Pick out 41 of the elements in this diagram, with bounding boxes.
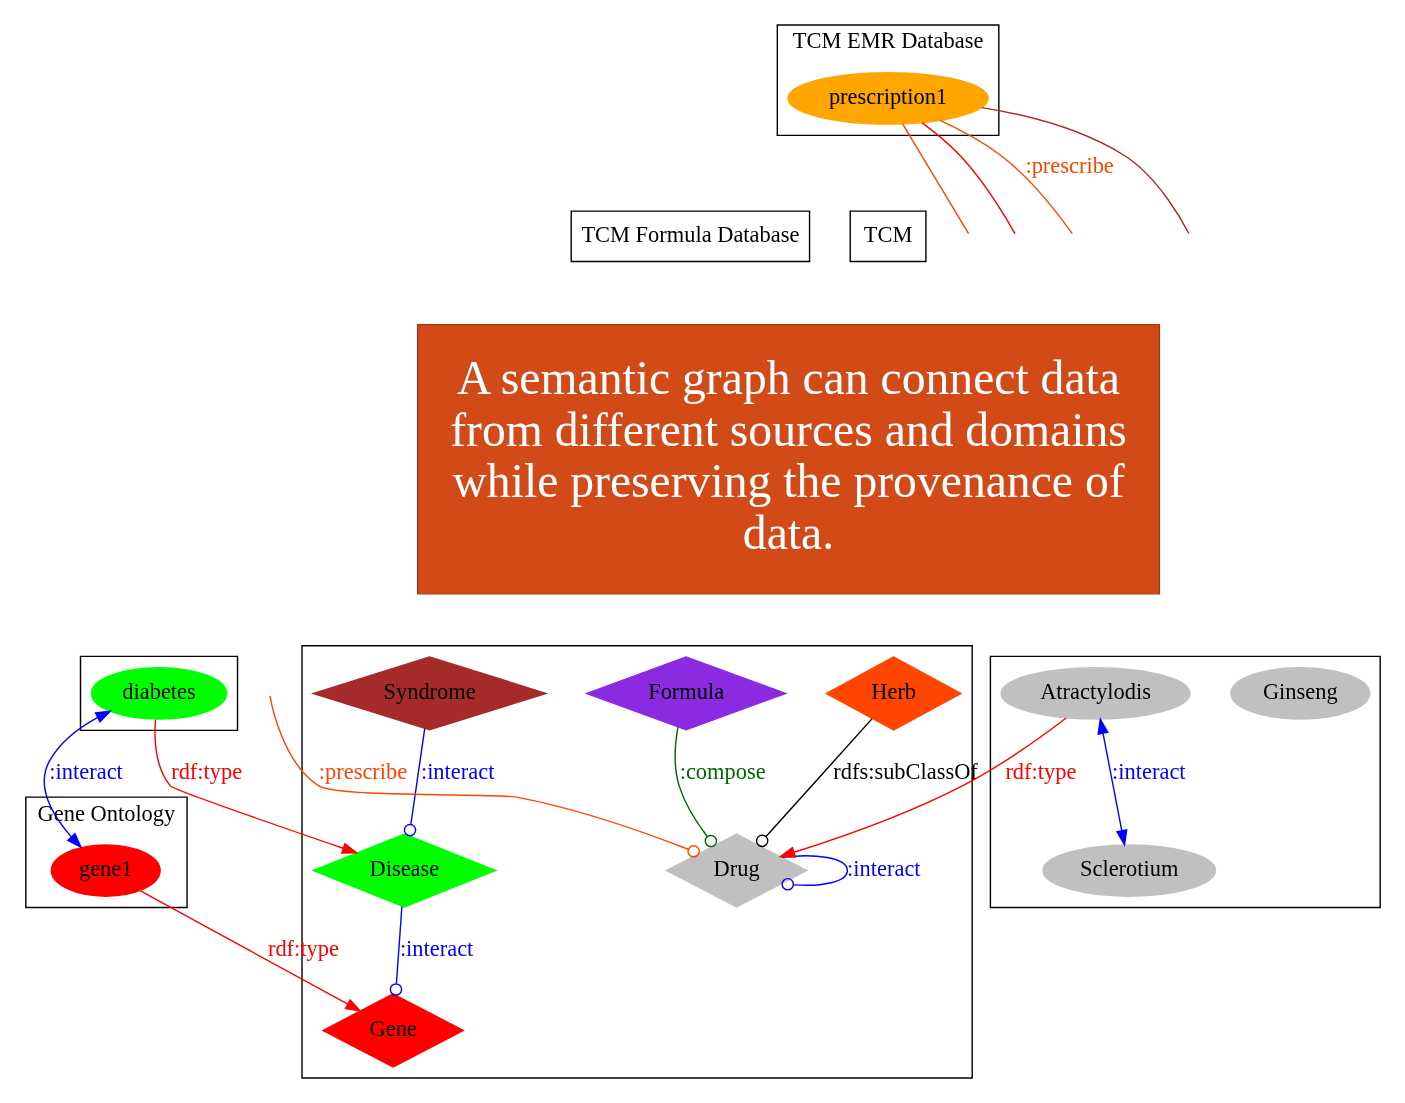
connector xyxy=(403,727,425,837)
connector xyxy=(673,726,717,848)
edge-label: :interact xyxy=(1111,758,1186,784)
edge-label: rdf:type xyxy=(170,758,242,784)
connector xyxy=(268,695,689,850)
edge-label: :prescribe xyxy=(1024,152,1114,178)
node-ellipse: diabetes xyxy=(90,667,227,720)
node-ellipse: Ginseng xyxy=(1229,667,1370,720)
connector xyxy=(938,119,1073,235)
edge-label: rdf:type xyxy=(1004,758,1076,784)
node-ellipse: Sclerotium xyxy=(1041,844,1216,897)
connector xyxy=(921,122,1016,235)
edge-label: :interact xyxy=(48,758,123,784)
edge-label: :compose xyxy=(679,758,766,784)
edge-label: :interact xyxy=(420,758,494,784)
edge-label: :prescribe xyxy=(318,758,407,784)
connector xyxy=(780,855,848,891)
node-diamond: Gene xyxy=(321,993,465,1068)
node-diamond: Herb xyxy=(824,656,962,731)
arrow xyxy=(777,717,1067,858)
node-box: TCM Formula Database xyxy=(570,210,810,263)
connector xyxy=(980,106,1189,235)
node-box: TCM xyxy=(849,210,927,263)
node-diamond: Disease xyxy=(310,833,497,908)
arrow xyxy=(153,718,359,854)
cluster xyxy=(79,655,238,732)
arrow xyxy=(43,710,112,849)
node-ellipse: Atractylodis xyxy=(999,667,1191,720)
arrow xyxy=(1096,717,1127,847)
connector xyxy=(389,905,403,996)
node-diamond: Formula xyxy=(584,656,788,731)
node-box: A semantic graph can connect data from different sources and domains while preserving the provenance of data. xyxy=(416,323,1160,595)
cluster xyxy=(989,655,1381,909)
node-ellipse: gene1 xyxy=(50,844,161,897)
edge-label: :interact xyxy=(399,935,473,961)
node-ellipse: prescription1 xyxy=(786,72,989,125)
connector xyxy=(901,123,969,235)
connector xyxy=(755,717,873,848)
arrow xyxy=(139,890,362,1012)
node-diamond: Syndrome xyxy=(310,656,548,731)
edge-label: :interact xyxy=(846,855,921,881)
